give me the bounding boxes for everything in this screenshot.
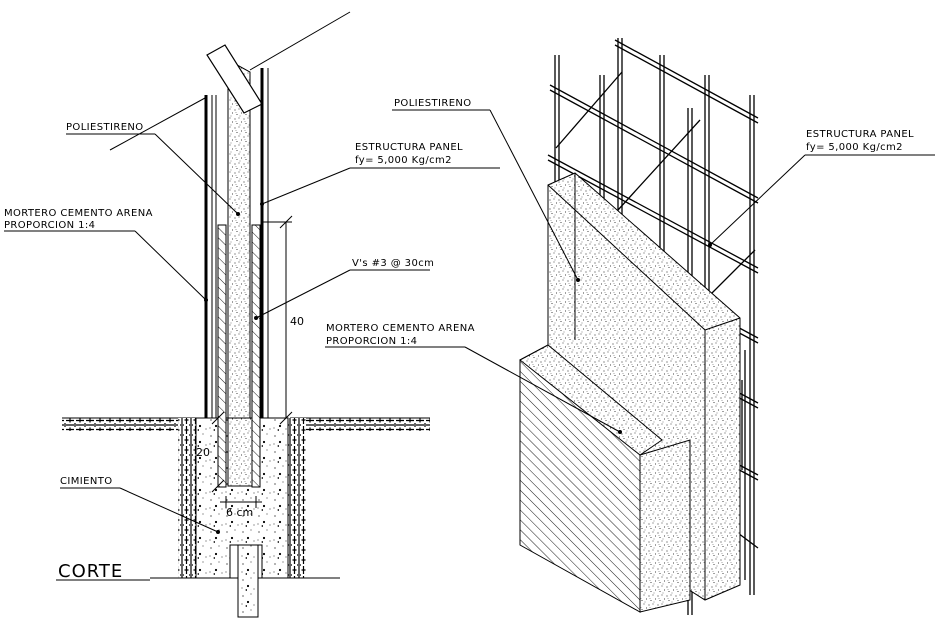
label-mortero-iso-1: MORTERO CEMENTO ARENA	[326, 323, 475, 334]
dim-6cm: 6 cm	[226, 506, 253, 519]
dowel-hatch-right	[251, 224, 261, 488]
dowel-hatch-left	[217, 224, 227, 488]
dim-20: 20	[196, 446, 210, 459]
iso-mortar-top-face	[519, 344, 663, 456]
trench-hatch-right	[288, 418, 306, 578]
section-view: 40 20 6 cm POLIESTIRENO ESTRUCTURA PANEL…	[4, 11, 500, 618]
foundation-stem	[237, 544, 259, 618]
label-mortero-section-2: PROPORCION 1:4	[4, 220, 95, 231]
label-estructura-iso-1: ESTRUCTURA PANEL	[806, 129, 914, 140]
label-estructura-section-1: ESTRUCTURA PANEL	[355, 142, 463, 153]
ground-hatch-left	[62, 418, 200, 431]
label-estructura-iso-2: fy= 5,000 Kg/cm2	[806, 142, 903, 153]
label-cimiento: CIMIENTO	[60, 476, 113, 487]
label-estructura-section-2: fy= 5,000 Kg/cm2	[355, 155, 452, 166]
label-poliestireno-iso: POLIESTIRENO	[394, 98, 472, 109]
label-mortero-iso-2: PROPORCION 1:4	[326, 336, 417, 347]
foundation-dowel-core	[227, 417, 253, 487]
section-title: CORTE	[58, 561, 123, 582]
isometric-view: POLIESTIRENO ESTRUCTURA PANEL fy= 5,000 …	[325, 38, 935, 615]
dim-40: 40	[290, 315, 304, 328]
trench-hatch-left	[178, 418, 196, 578]
ground-hatch-right	[290, 418, 430, 431]
label-mortero-section-1: MORTERO CEMENTO ARENA	[4, 208, 153, 219]
panel-polystyrene-core	[227, 59, 251, 419]
label-vs: V's #3 @ 30cm	[352, 258, 434, 269]
label-poliestireno-section: POLIESTIRENO	[66, 122, 144, 133]
